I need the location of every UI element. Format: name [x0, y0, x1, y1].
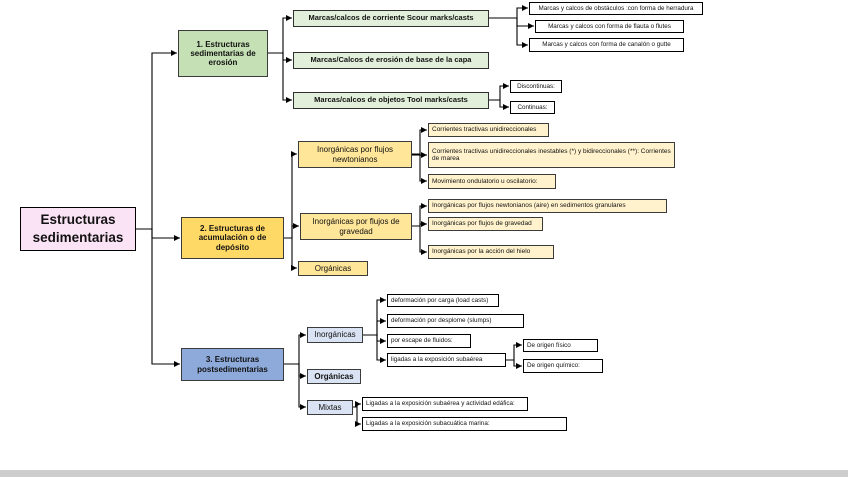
node-inorganicas-flujos-newtonianos: Inorgánicas por flujos newtonianos — [298, 141, 412, 168]
node-corrientes-marea: Corrientes tractivas unidireccionales in… — [428, 142, 675, 168]
node-origen-quimico: De origen químico: — [523, 359, 603, 373]
node-tool-marks: Marcas/calcos de objetos Tool marks/cast… — [293, 92, 489, 109]
node-scour-marks: Marcas/calcos de corriente Scour marks/c… — [293, 10, 489, 27]
node-mixtas: Mixtas — [307, 400, 353, 415]
node-accion-hielo: Inorgánicas por la acción del hielo — [428, 245, 554, 259]
node-subacuatica-marina: Ligadas a la exposición subacuática mari… — [362, 417, 567, 431]
node-canalon-gutte: Marcas y calcos con forma de canalón o g… — [529, 38, 684, 52]
node-flauta-flutes: Marcas y calcos con forma de flauta o fl… — [535, 20, 684, 33]
node-ligadas-exposicion-subaerea: ligadas a la exposición subaérea — [387, 353, 506, 367]
node-corrientes-tractivas-unidireccionales: Corrientes tractivas unidireccionales — [428, 123, 549, 137]
node-estructuras-acumulacion: 2. Estructuras de acumulación o de depós… — [181, 217, 284, 259]
node-erosion-base-capa: Marcas/Calcos de erosión de base de la c… — [293, 52, 489, 69]
node-estructuras-erosion: 1. Estructuras sedimentarias de erosión — [178, 30, 268, 77]
node-flujos-gravedad-leaf: Inorgánicas por flujos de gravedad — [428, 217, 543, 231]
node-obstaculos-herradura: Marcas y calcos de obstáculos :con forma… — [529, 2, 703, 15]
node-estructuras-sedimentarias: Estructuras sedimentarias — [20, 207, 136, 251]
node-movimiento-ondulatorio: Movimiento ondulatorio u oscilatorio: — [428, 174, 556, 189]
node-escape-fluidos: por escape de fluidos: — [387, 334, 471, 348]
node-newtonianos-aire-granulares: Inorgánicas por flujos newtonianos (aire… — [428, 199, 667, 213]
node-discontinuas: Discontinuas: — [510, 80, 562, 93]
node-deformacion-carga: deformación por carga (load casts) — [387, 294, 499, 307]
node-organicas-deposito: Orgánicas — [298, 261, 368, 276]
node-estructuras-postsedimentarias: 3. Estructuras postsedimentarias — [181, 348, 284, 381]
node-deformacion-desplome: deformación por desplome (slumps) — [387, 314, 524, 328]
node-inorganicas-flujos-gravedad: Inorgánicas por flujos de gravedad — [300, 213, 412, 240]
page-bottom-edge — [0, 470, 848, 477]
node-origen-fisico: De origen físico — [523, 339, 598, 352]
node-subaerea-actividad-edafica: Ligadas a la exposición subaérea y activ… — [362, 397, 528, 411]
node-inorganicas-postsed: Inorgánicas — [307, 327, 363, 343]
node-continuas: Continuas: — [510, 101, 555, 114]
node-organicas-postsed: Orgánicas — [307, 369, 361, 384]
